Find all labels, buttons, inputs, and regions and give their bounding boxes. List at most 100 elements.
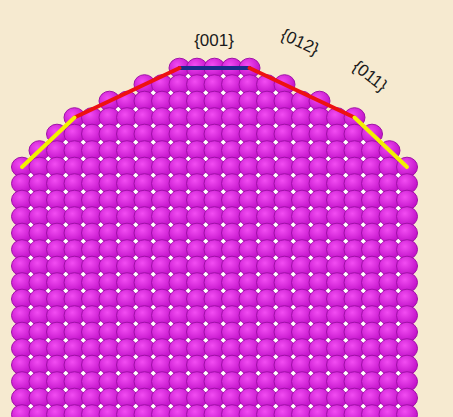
interstitial-mark [396, 239, 401, 244]
interstitial-mark [63, 189, 68, 194]
interstitial-mark [98, 305, 103, 310]
interstitial-mark [238, 404, 243, 409]
interstitial-mark [168, 156, 173, 161]
interstitial-mark [221, 354, 226, 359]
interstitial-mark [326, 140, 331, 145]
interstitial-mark [396, 189, 401, 194]
interstitial-mark [28, 173, 33, 178]
interstitial-mark [256, 404, 261, 409]
interstitial-mark [221, 338, 226, 343]
interstitial-mark [168, 321, 173, 326]
interstitial-mark [308, 222, 313, 227]
interstitial-mark [256, 288, 261, 293]
interstitial-mark [378, 222, 383, 227]
interstitial-mark [168, 222, 173, 227]
interstitial-mark [361, 140, 366, 145]
interstitial-mark [203, 222, 208, 227]
interstitial-mark [308, 123, 313, 128]
interstitial-mark [168, 107, 173, 112]
interstitial-mark [326, 123, 331, 128]
interstitial-mark [133, 222, 138, 227]
interstitial-mark [151, 305, 156, 310]
interstitial-mark [238, 206, 243, 211]
interstitial-mark [308, 206, 313, 211]
interstitial-mark [133, 107, 138, 112]
interstitial-mark [28, 371, 33, 376]
interstitial-mark [273, 90, 278, 95]
interstitial-mark [361, 387, 366, 392]
interstitial-mark [133, 173, 138, 178]
interstitial-mark [378, 239, 383, 244]
interstitial-mark [186, 305, 191, 310]
interstitial-mark [133, 288, 138, 293]
interstitial-mark [116, 354, 121, 359]
interstitial-mark [98, 272, 103, 277]
interstitial-mark [273, 371, 278, 376]
interstitial-mark [343, 272, 348, 277]
interstitial-mark [221, 74, 226, 79]
interstitial-mark [46, 387, 51, 392]
interstitial-mark [46, 404, 51, 409]
interstitial-mark [151, 206, 156, 211]
interstitial-mark [151, 338, 156, 343]
interstitial-mark [168, 272, 173, 277]
interstitial-mark [186, 338, 191, 343]
interstitial-mark [221, 288, 226, 293]
interstitial-mark [326, 255, 331, 260]
interstitial-mark [81, 288, 86, 293]
interstitial-mark [308, 255, 313, 260]
interstitial-mark [238, 74, 243, 79]
interstitial-mark [203, 255, 208, 260]
interstitial-mark [116, 206, 121, 211]
interstitial-mark [81, 305, 86, 310]
interstitial-mark [378, 338, 383, 343]
interstitial-mark [46, 189, 51, 194]
interstitial-mark [151, 140, 156, 145]
interstitial-mark [186, 239, 191, 244]
interstitial-mark [238, 338, 243, 343]
interstitial-mark [168, 371, 173, 376]
interstitial-mark [116, 222, 121, 227]
interstitial-mark [396, 305, 401, 310]
interstitial-mark [81, 272, 86, 277]
interstitial-mark [116, 156, 121, 161]
interstitial-mark [98, 321, 103, 326]
interstitial-mark [203, 338, 208, 343]
interstitial-mark [291, 354, 296, 359]
interstitial-mark [238, 239, 243, 244]
interstitial-mark [46, 222, 51, 227]
interstitial-mark [28, 255, 33, 260]
interstitial-mark [273, 123, 278, 128]
interstitial-mark [256, 354, 261, 359]
interstitial-mark [186, 123, 191, 128]
interstitial-mark [151, 272, 156, 277]
interstitial-mark [203, 305, 208, 310]
interstitial-mark [133, 305, 138, 310]
interstitial-mark [273, 156, 278, 161]
interstitial-mark [308, 354, 313, 359]
interstitial-mark [203, 239, 208, 244]
interstitial-mark [133, 123, 138, 128]
interstitial-mark [46, 371, 51, 376]
interstitial-mark [326, 222, 331, 227]
interstitial-mark [273, 239, 278, 244]
interstitial-mark [256, 239, 261, 244]
interstitial-mark [28, 288, 33, 293]
interstitial-mark [256, 272, 261, 277]
interstitial-mark [308, 140, 313, 145]
interstitial-mark [343, 354, 348, 359]
interstitial-mark [308, 173, 313, 178]
interstitial-mark [203, 206, 208, 211]
interstitial-mark [221, 321, 226, 326]
interstitial-mark [186, 206, 191, 211]
interstitial-mark [98, 354, 103, 359]
interstitial-mark [151, 321, 156, 326]
interstitial-mark [256, 387, 261, 392]
interstitial-mark [291, 305, 296, 310]
interstitial-mark [343, 371, 348, 376]
interstitial-mark [186, 107, 191, 112]
interstitial-mark [291, 173, 296, 178]
interstitial-mark [238, 107, 243, 112]
interstitial-mark [203, 140, 208, 145]
interstitial-mark [116, 288, 121, 293]
